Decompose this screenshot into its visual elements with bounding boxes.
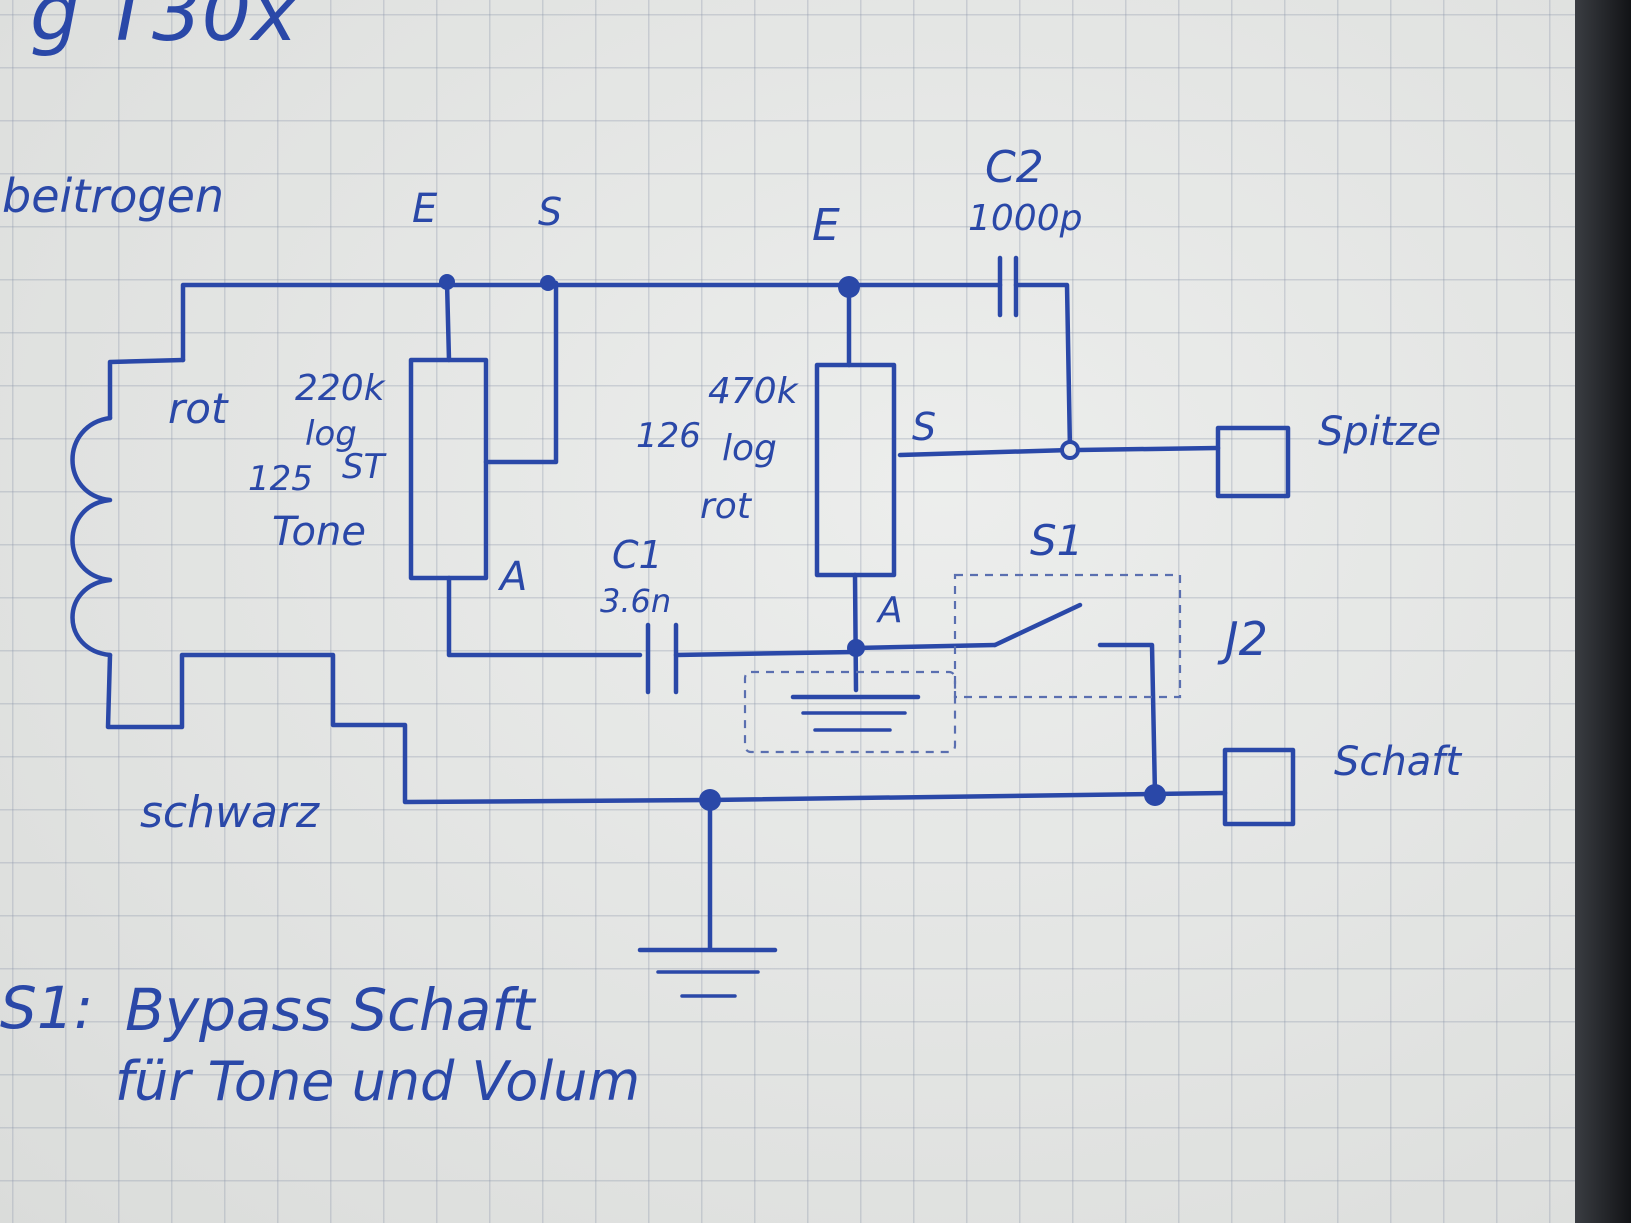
volume-pot-taper-label: log xyxy=(722,428,777,469)
c1-name-label: C1 xyxy=(612,533,663,577)
main-ground-symbol xyxy=(637,797,778,998)
c2-to-tip-wire xyxy=(1013,282,1073,453)
c2-value-label: 1000p xyxy=(968,198,1082,239)
volume-potentiometer xyxy=(814,284,1073,693)
jack-sleeve-terminal xyxy=(707,747,1296,827)
jack-tip-label: Spitze xyxy=(1318,409,1441,455)
tone-pot-extra-label: ST xyxy=(342,447,387,487)
pickup-wire-hot-label: rot xyxy=(168,384,229,433)
graph-paper xyxy=(0,0,1575,1223)
capacitor-c1 xyxy=(645,622,858,695)
c2-name-label: C2 xyxy=(985,142,1044,193)
switch-dashed-outline xyxy=(953,573,1182,699)
note-line-1: Bypass Schaft xyxy=(125,976,537,1044)
switch-name-label: S1 xyxy=(1030,516,1083,565)
jack-sleeve-label: Schaft xyxy=(1334,739,1462,785)
volume-pot-pin-a-label: A xyxy=(876,590,903,631)
c1-value-label: 3.6n xyxy=(600,582,671,620)
tone-pot-code-label: 125 xyxy=(248,459,313,499)
volume-pot-pin-s-label: S xyxy=(912,405,936,449)
switch-group-label: J2 xyxy=(1217,612,1268,666)
guitar-wiring-schematic: g T30x beitrogen C2 1000p E S E rot schw… xyxy=(0,0,1462,1113)
note-prefix: S1: xyxy=(0,974,93,1042)
tone-pot-value-label: 220k xyxy=(295,368,387,409)
ground-dashed-outline xyxy=(743,670,957,754)
tone-pot-pin-a-label: A xyxy=(497,554,527,600)
note-line-2: für Tone und Volum xyxy=(115,1050,640,1113)
jack-tip-terminal xyxy=(1060,425,1291,499)
switch-s1 xyxy=(853,602,1158,798)
header-fragment: g T30x xyxy=(30,0,298,59)
pickup-coil xyxy=(70,357,713,805)
tone-pot-pin-e-label: E xyxy=(412,186,438,232)
top-bus-wire xyxy=(180,282,1003,363)
volume-pot-value-label: 470k xyxy=(708,371,800,412)
junction-dot xyxy=(1144,784,1166,806)
capacitor-c2 xyxy=(997,255,1019,318)
desk-edge xyxy=(1575,0,1631,1223)
volume-pot-color-label: rot xyxy=(700,486,753,527)
pickup-wire-ground-label: schwarz xyxy=(140,787,320,838)
tone-pot-pin-s-label: S xyxy=(538,190,562,234)
tone-potentiometer xyxy=(408,279,643,658)
tone-pot-taper-label: log xyxy=(305,414,357,454)
source-label: beitrogen xyxy=(2,169,224,223)
volume-pot-pin-e-label: E xyxy=(812,200,840,251)
chassis-ground-symbol xyxy=(790,694,921,732)
tone-pot-function-label: Tone xyxy=(272,509,366,555)
volume-pot-code-label: 126 xyxy=(636,416,701,456)
